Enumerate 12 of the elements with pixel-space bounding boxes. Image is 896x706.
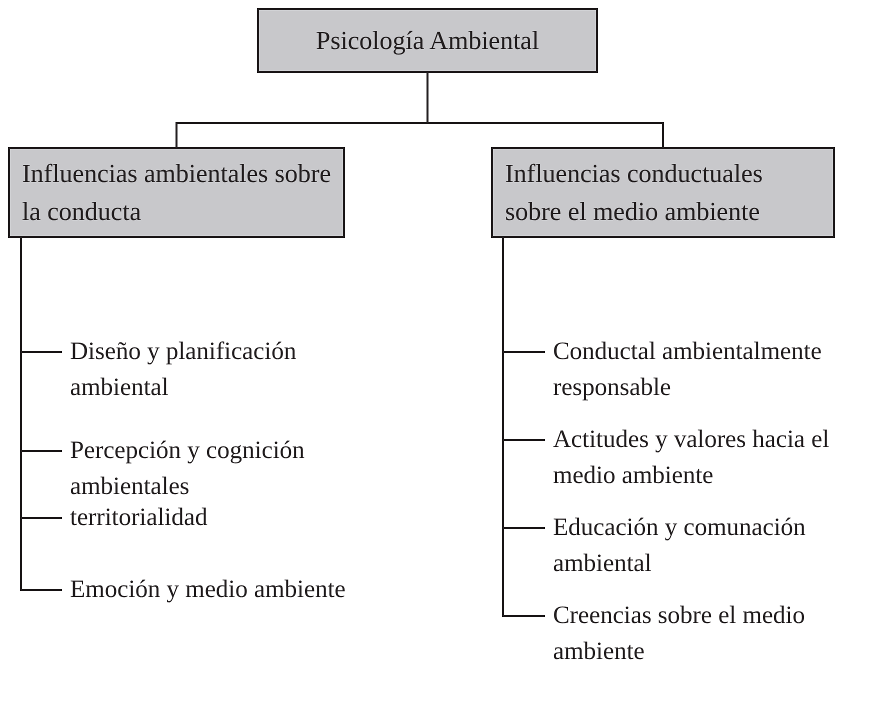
topic-item: Diseño y planificación ambiental [62,334,362,406]
category-box: Influencias ambientales sobre la conducta [8,147,345,238]
connector-line [20,238,62,591]
topic-item: Educación y comunación ambiental [545,510,895,582]
connector-line [502,238,545,617]
category-box: Influencias conductuales sobre el medio ambiente [491,147,835,238]
topic-item: Emoción y medio ambiente [62,572,362,644]
connector-line [426,73,664,147]
topic-item: Conductal ambientalmente responsable [545,334,895,406]
category-box: Psicología Ambiental [257,8,598,73]
topic-item: Creencias sobre el medio ambiente [545,598,895,670]
topic-item: Actitudes y valores hacia el medio ambiente [545,422,895,494]
